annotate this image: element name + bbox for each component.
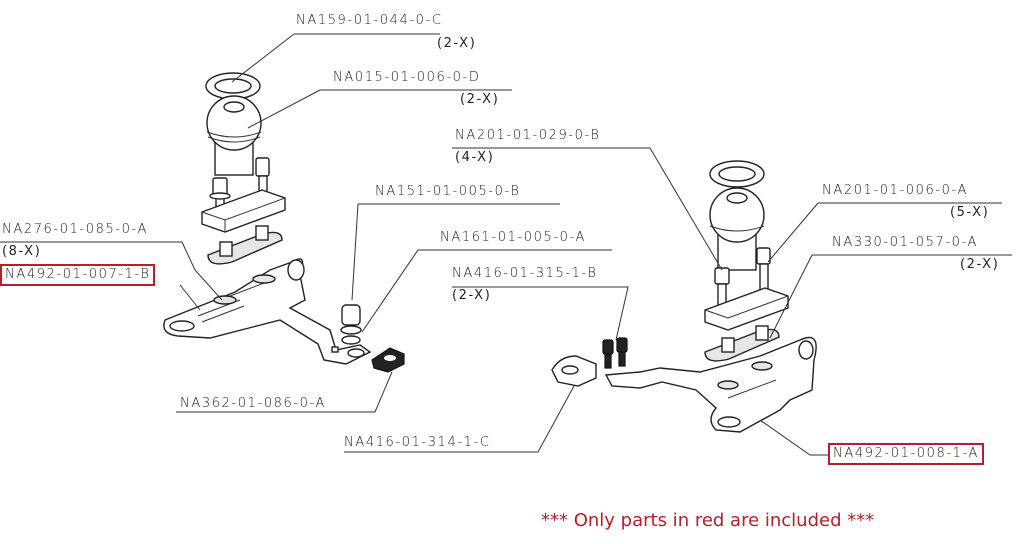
label-na201-006-qty: (5-X) — [950, 205, 990, 220]
bolts-right — [714, 247, 771, 309]
spacer-left — [340, 304, 362, 345]
label-na015-qty: (2-X) — [460, 92, 500, 107]
o-ring-right — [709, 160, 765, 188]
label-na492-007-included: NA492-01-007-1-B — [0, 264, 156, 286]
screws-right — [602, 337, 628, 369]
clip-left — [371, 347, 405, 373]
label-na151-part: NA151-01-005-0-B — [375, 184, 521, 199]
label-na201-006-part: NA201-01-006-0-A — [822, 183, 969, 198]
bracket-left — [163, 258, 372, 365]
label-na330-qty: (2-X) — [960, 257, 1000, 272]
gasket-left — [207, 225, 283, 265]
label-na416-315-qty: (2-X) — [452, 288, 492, 303]
leader-lines — [0, 33, 1012, 456]
base-plate-left — [201, 189, 286, 233]
gasket-right — [704, 325, 780, 362]
label-na416-315-part: NA416-01-315-1-B — [452, 266, 598, 281]
ball-left — [206, 95, 262, 176]
o-ring-left — [205, 72, 261, 100]
label-na201-029-part: NA201-01-029-0-B — [455, 128, 601, 143]
label-na416-314-part: NA416-01-314-1-C — [344, 435, 491, 450]
clip-right — [551, 355, 597, 387]
left-assembly — [163, 72, 405, 373]
base-plate-right — [704, 287, 789, 331]
label-na159-qty: (2-X) — [437, 36, 477, 51]
ball-right — [709, 187, 765, 271]
label-na362-part: NA362-01-086-0-A — [180, 396, 327, 411]
right-assembly — [551, 160, 817, 433]
label-na201-029-qty: (4-X) — [455, 150, 495, 165]
label-na276-part: NA276-01-085-0-A — [2, 222, 149, 237]
label-na015-part: NA015-01-006-0-D — [333, 70, 481, 85]
label-na276-qty: (8-X) — [2, 244, 42, 259]
label-na159-part: NA159-01-044-0-C — [296, 13, 443, 28]
label-na330-part: NA330-01-057-0-A — [832, 235, 979, 250]
included-parts-note: *** Only parts in red are included *** — [541, 510, 875, 531]
label-na161-part: NA161-01-005-0-A — [440, 230, 587, 245]
bracket-right — [604, 336, 817, 433]
label-na492-008-included: NA492-01-008-1-A — [828, 443, 985, 465]
